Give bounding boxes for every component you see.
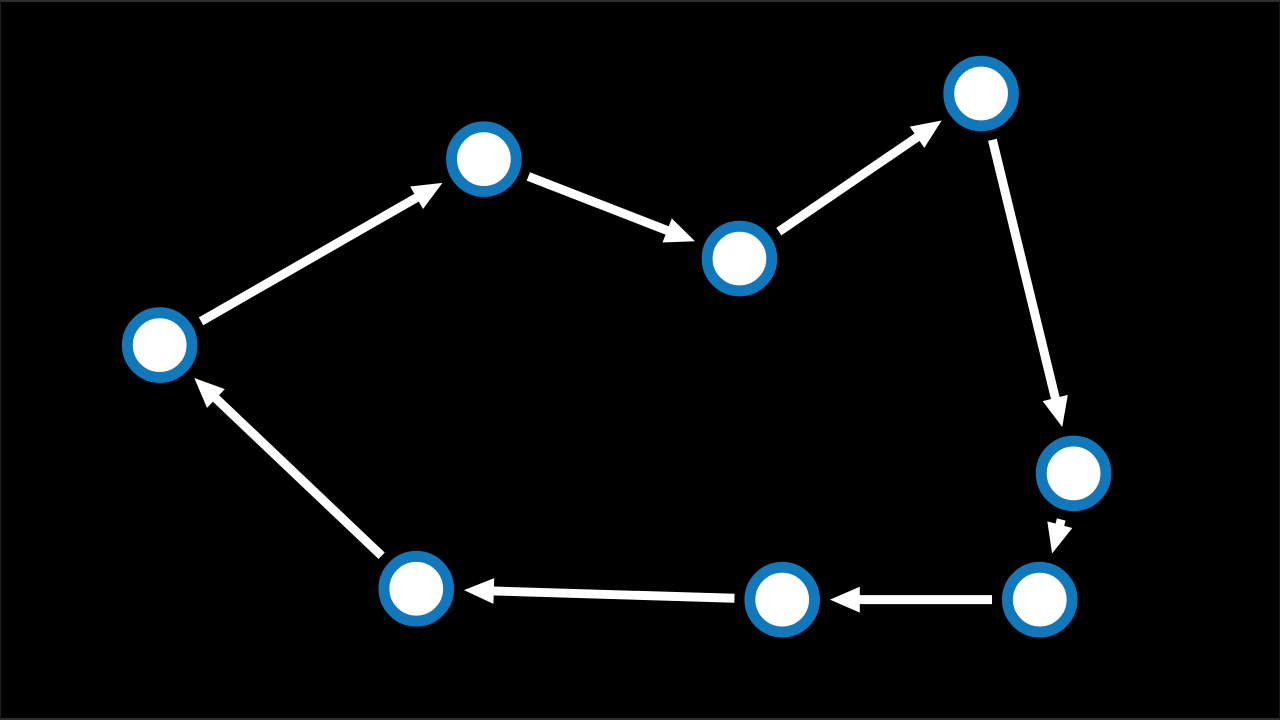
graph-node (378, 550, 455, 627)
graph-edge (194, 377, 385, 560)
arrowhead-icon (194, 377, 225, 408)
graph-edge (526, 172, 695, 243)
graph-edge (463, 578, 735, 604)
edge-line (490, 586, 735, 603)
arrowhead-icon (1047, 521, 1073, 554)
nodes-layer (121, 55, 1112, 638)
arrowhead-icon (829, 586, 860, 613)
graph-edge (988, 138, 1068, 428)
graph-edge (198, 182, 443, 326)
edge-line (210, 393, 385, 560)
graph-edge (776, 120, 942, 236)
graph-node (1035, 435, 1112, 512)
arrowhead-icon (909, 120, 942, 148)
graph-edge (829, 586, 993, 613)
graph-edge (1047, 518, 1073, 554)
arrowhead-icon (463, 578, 495, 604)
graph-node (121, 307, 198, 383)
edge-line (988, 138, 1061, 402)
graph-node (1001, 561, 1078, 638)
arrowhead-icon (662, 218, 695, 243)
graph-node (701, 220, 778, 297)
edge-line (526, 172, 672, 236)
edge-line (198, 192, 422, 326)
arrowhead-icon (1042, 394, 1068, 428)
graph-node (943, 55, 1019, 132)
graph-node (744, 561, 820, 638)
edges-layer (194, 120, 1073, 613)
edge-line (776, 131, 923, 236)
arrowhead-icon (410, 182, 443, 209)
graph-node (446, 121, 522, 197)
